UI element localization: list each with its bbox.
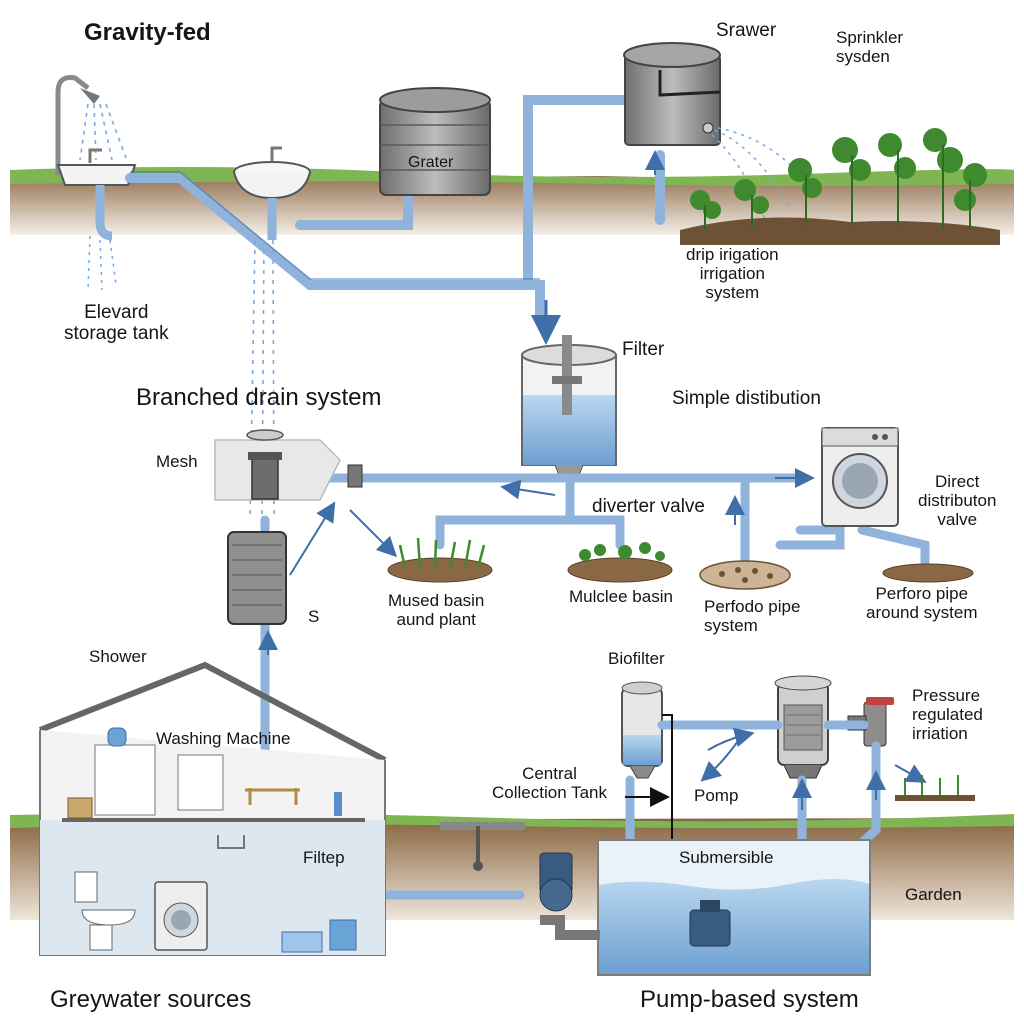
house xyxy=(38,661,387,956)
valve-handle xyxy=(440,822,525,871)
washing-machine-mid xyxy=(821,427,899,527)
upper-right-filter xyxy=(774,675,832,779)
bottom-right-plants xyxy=(895,775,975,801)
label-srawer: Srawer xyxy=(716,20,777,41)
sink-left xyxy=(56,148,137,291)
biofilter-unit xyxy=(621,681,663,779)
label-sprinkler-sysden: Sprinkler sysden xyxy=(836,28,904,67)
label-direct-distribution-valve: Direct distributon valve xyxy=(918,472,997,530)
label-grater: Grater xyxy=(408,154,454,171)
label-central-collection-tank: Central Collection Tank xyxy=(492,764,607,803)
mesh-housing xyxy=(214,429,363,625)
label-elevard-storage-tank: Elevard storage tank xyxy=(64,302,169,345)
label-filtep: Filtep xyxy=(303,848,345,867)
label-mulclee-basin: Mulclee basin xyxy=(569,587,673,606)
label-branched-drain-system: Branched drain system xyxy=(136,384,382,411)
label-pressure-regulated: Pressure regulated irriation xyxy=(912,686,983,744)
top-plants xyxy=(680,128,1000,245)
inline-pump xyxy=(539,852,600,940)
label-washing-machine: Washing Machine xyxy=(156,729,291,748)
mused-basin xyxy=(387,537,493,583)
shower-fixture xyxy=(55,75,127,175)
label-garden: Garden xyxy=(905,885,962,904)
label-shower: Shower xyxy=(89,647,147,666)
label-drip-irrigation: drip irigation irrigation system xyxy=(686,245,779,303)
submersible-pump xyxy=(689,900,731,947)
sink-middle xyxy=(233,146,311,240)
grater-tank xyxy=(379,87,491,196)
label-diverter-valve: diverter valve xyxy=(592,496,705,517)
label-biofilter: Biofilter xyxy=(608,649,665,668)
perfodo-pipe-disc xyxy=(699,560,791,590)
label-mused-basin: Mused basin aund plant xyxy=(388,591,485,630)
label-gravity-fed: Gravity-fed xyxy=(84,19,211,46)
label-mesh: Mesh xyxy=(156,452,198,471)
label-perforo-pipe-around: Perforo pipe around system xyxy=(866,584,978,623)
mid-filter xyxy=(521,335,617,479)
label-pomp: Pomp xyxy=(694,786,739,805)
srawer-tank xyxy=(623,42,821,221)
central-collection-tank xyxy=(597,839,871,976)
label-filter-top: Filter xyxy=(622,339,665,360)
label-submersible: Submersible xyxy=(679,848,774,867)
label-pump-based-system: Pump-based system xyxy=(640,986,859,1013)
label-simple-distribution: Simple distibution xyxy=(672,388,821,409)
perforo-pipe-disc xyxy=(882,563,974,583)
label-greywater-sources: Greywater sources xyxy=(50,986,252,1013)
mulclee-basin xyxy=(567,542,673,583)
label-perfodo-pipe-system: Perfodo pipe system xyxy=(704,597,801,636)
label-s-marker: S xyxy=(308,607,320,626)
